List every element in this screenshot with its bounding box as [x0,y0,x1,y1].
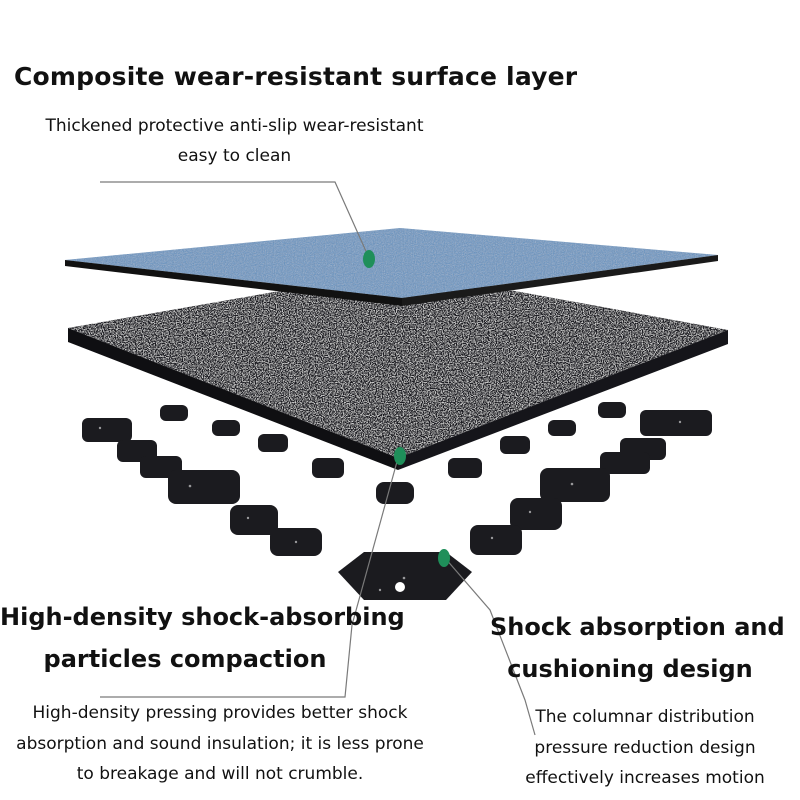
rubber-base-layer [68,270,728,470]
cushioning-desc-line2: pressure reduction design [534,738,756,758]
surface-top-layer [65,228,718,306]
surface-layer-title: Composite wear-resistant surface layer [14,62,578,91]
compaction-title-line1: High-density shock-absorbing [0,603,405,631]
marker-columns [438,549,450,567]
compaction-desc-line3: to breakage and will not crumble. [76,764,364,784]
compaction-title-line2: particles compaction [43,645,327,673]
callout-markers [363,250,450,567]
support-columns [82,402,712,600]
surface-layer-desc-line1: Thickened protective anti-slip wear-resi… [45,116,424,136]
surface-layer-desc-line2: easy to clean [177,146,292,166]
cushioning-desc-line1: The columnar distribution [535,707,755,727]
marker-surface [363,250,375,268]
cushioning-desc-line3: effectively increases motion [525,768,765,788]
leader-lines [100,181,536,736]
cushioning-title-line1: Shock absorption and [490,613,785,641]
corner-hole [395,582,405,592]
marker-base [394,447,406,465]
column-speckles [98,420,682,592]
cushioning-title-line2: cushioning design [507,655,753,683]
compaction-desc-line1: High-density pressing provides better sh… [32,703,408,723]
compaction-desc-line2: absorption and sound insulation; it is l… [16,734,424,754]
